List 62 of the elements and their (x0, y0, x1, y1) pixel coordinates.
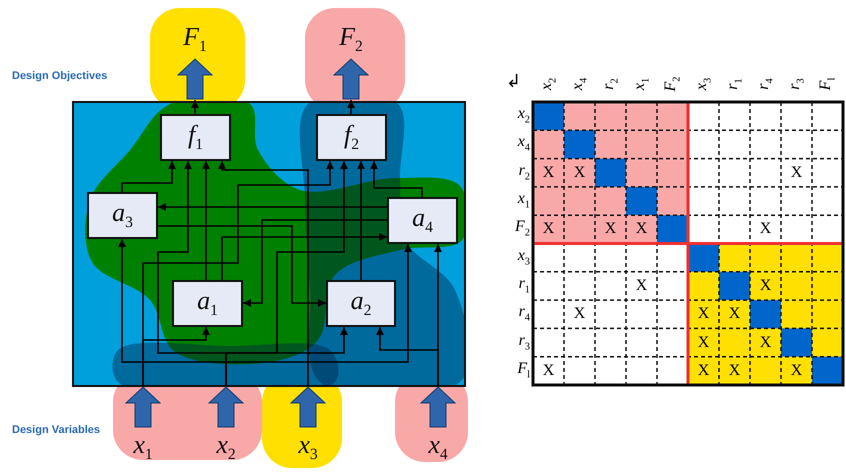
dependency-mark: X (604, 221, 616, 238)
dependency-mark: X (698, 334, 710, 351)
arrow (218, 161, 309, 386)
arrow (158, 203, 387, 211)
dependency-mark: X (636, 221, 648, 238)
dependency-mark: X (698, 362, 710, 379)
arrow (370, 161, 423, 197)
dependency-mark: X (542, 164, 554, 181)
arrow (347, 100, 355, 114)
variable-label: x$_{3}$ (297, 432, 319, 463)
row-header: r$_{2}$ (518, 162, 530, 183)
function-box (87, 192, 158, 239)
function-box (326, 280, 396, 327)
arrow (243, 219, 387, 307)
dependency-mark: X (790, 362, 802, 379)
dependency-mark: X (760, 221, 772, 238)
variable-label: F$_{1}$ (182, 24, 208, 55)
variable-label: x$_{2}$ (215, 432, 237, 463)
row-header: r$_{3}$ (518, 332, 530, 352)
dependency-mark: X (790, 164, 802, 181)
row-header: F$_{2}$ (515, 220, 530, 240)
dependency-mark: X (728, 306, 740, 322)
arrow (202, 161, 210, 280)
variable-label: f$_{2}$ (344, 122, 360, 153)
arrow (221, 233, 387, 280)
row-header: r$_{1}$ (518, 276, 530, 296)
function-box (172, 280, 243, 327)
row-header: x$_{4}$ (518, 134, 530, 154)
dependency-mark: X (698, 306, 710, 322)
dependency-mark: X (636, 278, 648, 294)
row-header: x$_{1}$ (518, 191, 530, 211)
variable-label: x$_{4}$ (427, 432, 449, 463)
dependency-mark: X (542, 362, 554, 379)
row-header: r$_{4}$ (518, 304, 530, 324)
variable-label: a$_{2}$ (350, 288, 372, 319)
arrow (158, 225, 326, 307)
variable-label: a$_{3}$ (112, 200, 133, 231)
variable-label: a$_{4}$ (412, 205, 433, 236)
function-box (160, 114, 231, 161)
variable-label: f$_{1}$ (188, 122, 204, 153)
dependency-mark: X (728, 362, 740, 379)
variable-label: a$_{1}$ (197, 288, 218, 319)
dependency-mark: X (574, 306, 586, 322)
dependency-mark: X (760, 278, 772, 294)
section-label: Design Variables (12, 424, 100, 436)
dependency-mark: X (542, 221, 554, 238)
section-label: Design Objectives (12, 70, 108, 82)
arrow (191, 100, 199, 114)
row-header: x$_{2}$ (518, 106, 530, 126)
function-box (387, 197, 458, 244)
arrow (142, 327, 210, 386)
variable-label: x$_{1}$ (132, 432, 154, 463)
dependency-mark: X (760, 334, 772, 351)
arrow (376, 327, 439, 386)
dependency-mark: X (574, 164, 586, 181)
arrow (357, 161, 365, 280)
function-box (316, 114, 387, 161)
row-header: F$_{l}$ (517, 361, 530, 381)
row-header: x$_{3}$ (518, 248, 530, 268)
corner-symbol: ↲ (506, 72, 521, 90)
arrow (121, 161, 176, 192)
variable-label: F$_{2}$ (338, 24, 364, 55)
